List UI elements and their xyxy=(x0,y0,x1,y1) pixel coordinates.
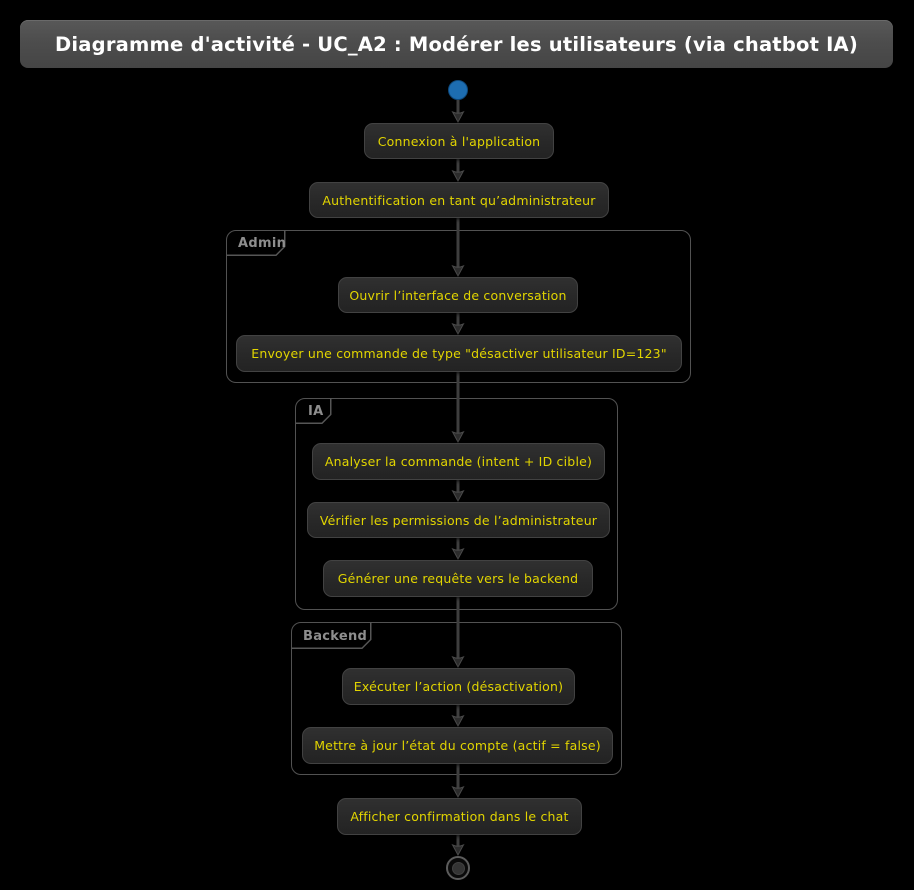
activity-label: Authentification en tant qu’administrate… xyxy=(322,192,596,208)
partition-ia-label: IA xyxy=(308,404,324,419)
activity-label: Afficher confirmation dans le chat xyxy=(350,809,569,824)
activity-analyser-commande: Analyser la commande (intent + ID cible) xyxy=(312,443,605,480)
flow-arrow xyxy=(451,159,465,183)
activity-generer-requete: Générer une requête vers le backend xyxy=(323,560,593,597)
activity-ouvrir-interface: Ouvrir l’interface de conversation xyxy=(338,277,578,313)
final-node-inner-dot xyxy=(451,861,465,875)
activity-mettre-a-jour-etat: Mettre à jour l’état du compte (actif = … xyxy=(302,727,613,764)
activity-envoyer-commande: Envoyer une commande de type "désactiver… xyxy=(236,335,682,372)
activity-label: Exécuter l’action (désactivation) xyxy=(353,679,564,694)
activity-authentification: Authentification en tant qu’administrate… xyxy=(309,182,609,218)
activity-label: Analyser la commande (intent + ID cible) xyxy=(324,454,593,469)
activity-label: Connexion à l'application xyxy=(377,133,541,149)
initial-node xyxy=(448,80,468,100)
diagram-title-bar: Diagramme d'activité - UC_A2 : Modérer l… xyxy=(20,20,893,68)
activity-label: Générer une requête vers le backend xyxy=(337,571,579,586)
flow-arrow xyxy=(451,835,465,857)
activity-label: Mettre à jour l’état du compte (actif = … xyxy=(314,738,601,753)
activity-label: Vérifier les permissions de l’administra… xyxy=(319,512,598,528)
final-node xyxy=(446,856,470,880)
activity-verifier-permissions: Vérifier les permissions de l’administra… xyxy=(307,502,610,538)
activity-label: Envoyer une commande de type "désactiver… xyxy=(251,346,667,361)
activity-label: Ouvrir l’interface de conversation xyxy=(349,287,567,303)
activity-afficher-confirmation: Afficher confirmation dans le chat xyxy=(337,798,582,835)
activity-executer-action: Exécuter l’action (désactivation) xyxy=(342,668,575,705)
activity-connexion: Connexion à l'application xyxy=(364,123,554,159)
diagram-title: Diagramme d'activité - UC_A2 : Modérer l… xyxy=(55,32,858,56)
partition-backend-label: Backend xyxy=(303,628,368,644)
partition-admin-label: Admin xyxy=(238,236,287,251)
flow-arrow xyxy=(451,100,465,124)
